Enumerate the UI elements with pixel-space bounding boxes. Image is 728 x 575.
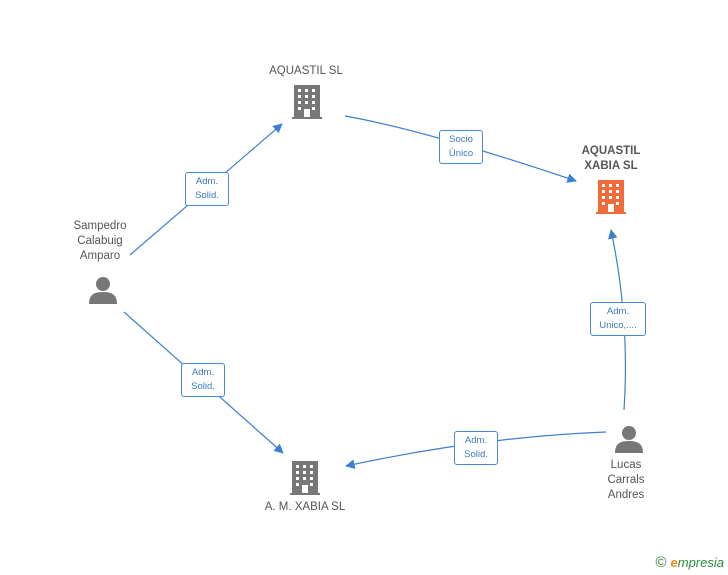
- person-icon: [89, 277, 117, 304]
- footer-brand: ©empresia: [655, 554, 724, 571]
- building-icon: [292, 85, 322, 119]
- node-label-sampedro: Sampedro Calabuig Amparo: [73, 220, 127, 262]
- node-label-aquastil-xabia-sl: AQUASTIL XABIA SL: [581, 145, 641, 172]
- edge-label-sampedro-am: Adm. Solid.: [181, 363, 225, 397]
- edge-label-lucas-am: Adm. Solid.: [454, 431, 498, 465]
- edge-label-lucas-xabia: Adm. Unico,....: [590, 302, 646, 336]
- node-label-aquastil-sl: AQUASTIL SL: [269, 65, 343, 77]
- copyright-symbol: ©: [655, 554, 667, 571]
- person-icon: [615, 426, 643, 453]
- node-label-lucas: Lucas Carrals Andres: [607, 459, 645, 501]
- building-icon: [290, 461, 320, 495]
- brand-e-letter: e: [670, 555, 678, 570]
- node-label-am-xabia-sl: A. M. XABIA SL: [264, 501, 346, 513]
- edge-label-aquastil-xabia: Socio Único: [439, 130, 483, 164]
- edge-label-sampedro-aquastil: Adm. Solid.: [185, 172, 229, 206]
- building-icon: [596, 180, 626, 214]
- brand-name: mpresia: [677, 555, 724, 570]
